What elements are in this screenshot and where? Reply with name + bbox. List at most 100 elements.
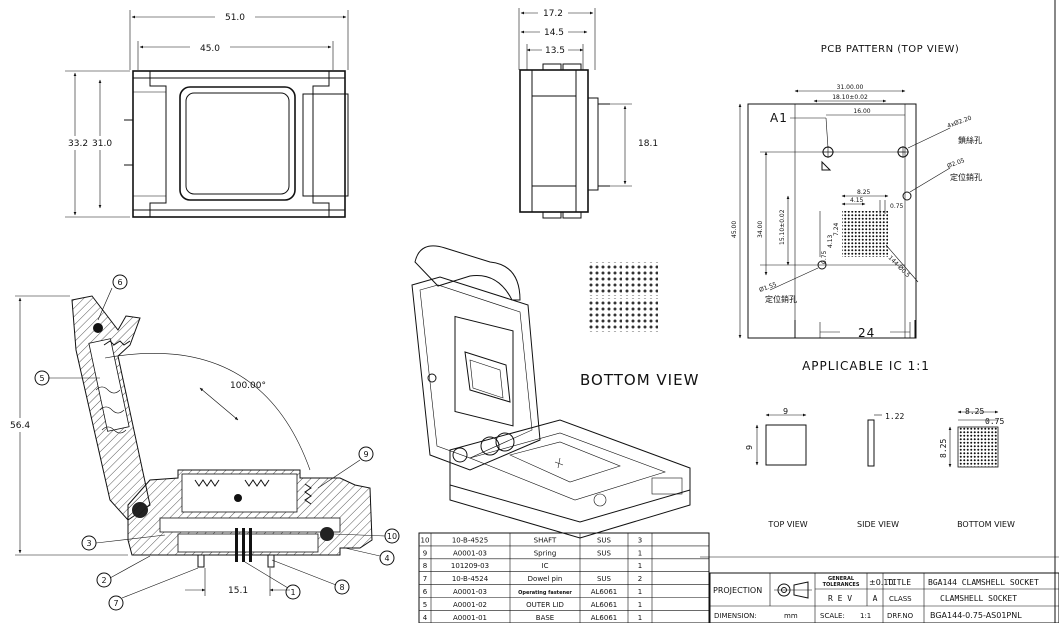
tb-title: BGA144 CLAMSHELL SOCKET	[928, 578, 1039, 587]
svg-text:8: 8	[339, 583, 344, 592]
pcb-title: PCB PATTERN (TOP VIEW)	[821, 44, 959, 55]
dim-side-d1: 17.2	[543, 9, 563, 19]
svg-text:3: 3	[86, 539, 91, 548]
applicable-ic: APPLICABLE IC 1:1 9 9 TOP VIEW 1.22 SIDE…	[745, 359, 1015, 529]
bottom-view-label: BOTTOM VIEW	[580, 371, 699, 389]
bom-cell-no: 7	[423, 575, 427, 583]
tb-dwg: BGA144-0.75-AS01PNL	[930, 611, 1022, 620]
pcb-h4: 0.75	[821, 250, 828, 264]
svg-text:10: 10	[387, 532, 397, 541]
ic-bottom-w: 8.25	[965, 407, 984, 416]
title-block: PROJECTION GENERAL TOLERANCES ±0.10 TITL…	[700, 556, 1059, 623]
top-view: 51.0 45.0 33.2 31.0	[60, 10, 349, 218]
pcb-h5: 4.13	[827, 234, 834, 248]
svg-text:7: 7	[113, 599, 118, 608]
pcb-bottom: 24	[858, 326, 875, 340]
dim-width-inner: 45.0	[200, 44, 220, 54]
balloon-1: 1	[244, 561, 301, 600]
svg-text:4: 4	[384, 554, 389, 563]
bom-cell-part: A0001-03	[453, 549, 487, 557]
bom-cell-name: SHAFT	[534, 536, 557, 544]
tb-dwg-lbl: DRF.NO	[887, 612, 914, 620]
balloon-5: 5	[34, 370, 100, 386]
bom-cell-qty: 1	[638, 588, 642, 596]
tb-scale: 1:1	[860, 612, 871, 620]
bom-cell-qty: 1	[638, 562, 642, 570]
bom-cell-qty: 3	[638, 536, 642, 544]
bom-cell-part: 101209-03	[451, 562, 489, 570]
balloon-2: 2	[96, 555, 151, 588]
pcb-h3: 15.10±0.02	[779, 209, 786, 245]
bom-cell-mat: SUS	[597, 536, 612, 544]
bom-cell-qty: 1	[638, 601, 642, 609]
tb-dim: mm	[784, 612, 798, 620]
ic-bottom-label: BOTTOM VIEW	[957, 520, 1015, 529]
bom-cell-part: A0001-02	[453, 601, 487, 609]
balloon-9: 9	[317, 446, 374, 489]
pcb-hole-left-cn: 定位銷孔	[765, 294, 797, 304]
bom-cell-no: 4	[423, 614, 428, 622]
pcb-pitch-s: 0.75	[890, 203, 904, 210]
bom-cell-name: Operating fastener	[518, 590, 572, 596]
bom-cell-qty: 1	[638, 549, 642, 557]
svg-text:5: 5	[39, 374, 44, 383]
bom-cell-qty: 2	[638, 575, 642, 583]
bom-cell-no: 8	[423, 562, 427, 570]
tb-general-2: TOLERANCES	[823, 582, 860, 588]
pcb-w2: 18.10±0.02	[832, 94, 868, 101]
bom-cell-part: A0001-01	[453, 614, 487, 622]
ic-side-t: 1.22	[885, 412, 904, 421]
pcb-w3: 16.00	[853, 108, 870, 115]
tb-rev: A	[873, 594, 878, 603]
balloon-10: 10	[333, 528, 400, 544]
dim-width-outer: 51.0	[225, 13, 245, 23]
dim-side-h: 18.1	[638, 139, 658, 149]
tb-general-1: GENERAL	[828, 576, 855, 582]
ic-side-label: SIDE VIEW	[857, 520, 899, 529]
section-height: 56.4	[10, 421, 30, 431]
bom-cell-no: 9	[423, 549, 427, 557]
pcb-hole-right: Ø2.05	[946, 157, 966, 170]
tb-scale-lbl: SCALE:	[820, 612, 845, 620]
pcb-hole-right-cn: 定位銷孔	[950, 172, 982, 182]
tb-tol: ±0.10	[869, 578, 894, 587]
balloon-4: 4	[344, 547, 395, 566]
ic-top-w: 9	[783, 407, 788, 416]
projection-symbol-icon	[774, 581, 812, 599]
bom-cell-name: Dowel pin	[528, 575, 563, 583]
section-pitch: 15.1	[228, 586, 248, 596]
bom-cell-name: IC	[542, 562, 549, 570]
balloon-7: 7	[108, 567, 199, 611]
tb-class-lbl: CLASS	[889, 595, 912, 603]
tb-class: CLAMSHELL SOCKET	[940, 594, 1017, 603]
tb-projection: PROJECTION	[713, 586, 762, 595]
svg-text:1: 1	[290, 588, 295, 597]
pcb-pitch-w: 8.25	[857, 189, 871, 196]
balloon-3: 3	[81, 534, 166, 551]
ic-bottom-h: 8.25	[939, 439, 948, 458]
section-angle: 100.00°	[230, 381, 266, 391]
bom-cell-mat: AL6061	[591, 614, 618, 622]
pcb-pattern: PCB PATTERN (TOP VIEW) 31.00.00 18.10±0.…	[731, 44, 982, 340]
bom-cell-mat: AL6061	[591, 588, 618, 596]
svg-text:2: 2	[101, 576, 106, 585]
pcb-a1: A1	[770, 111, 788, 125]
bom-cell-part: 10-B-4524	[452, 575, 489, 583]
pcb-hole-top-cn: 鎖絲孔	[958, 135, 982, 145]
ic-top-h: 9	[745, 445, 754, 450]
bom-cell-no: 10	[421, 536, 430, 544]
bom-cell-qty: 1	[638, 614, 642, 622]
pcb-w1: 31.00.00	[837, 84, 864, 91]
dim-height-outer: 33.2	[68, 139, 88, 149]
bom-cell-name: Spring	[534, 549, 557, 557]
tb-rev-lbl: R E V	[828, 594, 852, 603]
bom-cell-mat: SUS	[597, 575, 612, 583]
bom-cell-part: A0001-03	[453, 588, 487, 596]
bom-cell-mat: AL6061	[591, 601, 618, 609]
pcb-h1: 45.00	[731, 221, 738, 238]
bom-cell-no: 6	[423, 588, 428, 596]
bga-bottom-pattern	[588, 262, 658, 332]
svg-text:6: 6	[117, 278, 122, 287]
